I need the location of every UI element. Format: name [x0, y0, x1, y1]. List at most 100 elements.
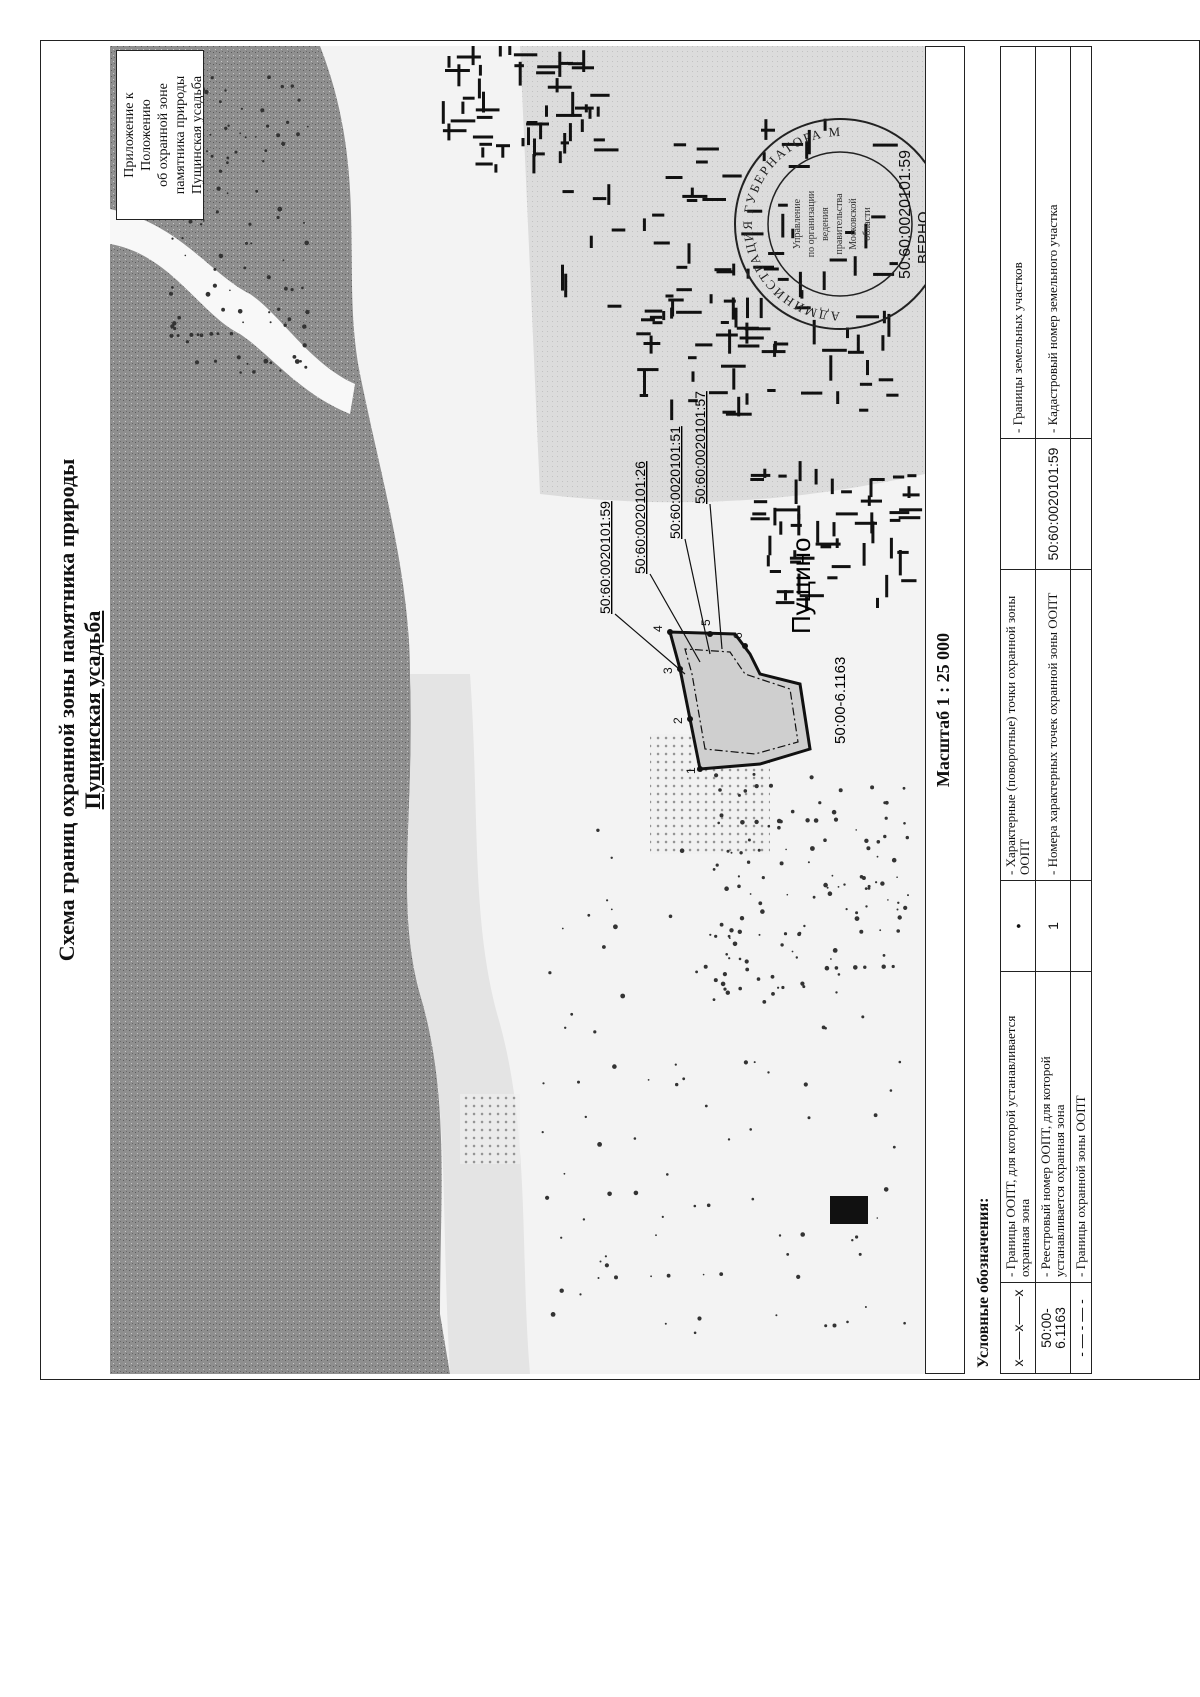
- map-point: [254, 135, 257, 138]
- building: [670, 399, 674, 421]
- map-point: [620, 993, 626, 999]
- map-point: [212, 283, 218, 288]
- map-point: [751, 1197, 755, 1201]
- building: [737, 344, 760, 348]
- building: [494, 164, 498, 173]
- map-point: [803, 924, 806, 928]
- map-point: [779, 861, 784, 866]
- building: [561, 264, 564, 291]
- map-point: [851, 1238, 854, 1242]
- building: [668, 298, 684, 302]
- map-point: [861, 1015, 865, 1019]
- map-point: [775, 1314, 778, 1317]
- stamp-text: Московской: [848, 198, 859, 250]
- map-point: [266, 124, 270, 128]
- map-point: [875, 881, 878, 884]
- map-point: [786, 893, 789, 896]
- map-point: [835, 991, 838, 994]
- building: [662, 310, 666, 321]
- building: [739, 336, 764, 340]
- map-point: [740, 819, 745, 825]
- map-point: [702, 1273, 705, 1276]
- map-point: [743, 1060, 749, 1065]
- building: [869, 478, 873, 498]
- building: [716, 270, 734, 274]
- building: [870, 512, 874, 534]
- building: [644, 309, 663, 313]
- building: [508, 46, 512, 55]
- map-point: [213, 267, 217, 271]
- building: [526, 122, 550, 126]
- legend-symbol: 1: [1035, 880, 1071, 972]
- map-point: [264, 149, 268, 152]
- map-point: [604, 1255, 607, 1258]
- map-point: [213, 359, 218, 363]
- map-point: [184, 254, 187, 257]
- building: [815, 542, 841, 546]
- map-point: [582, 1218, 586, 1221]
- map-point: [812, 895, 816, 899]
- map-point: [776, 818, 782, 824]
- building: [513, 53, 538, 57]
- parcel-label-2: 50:60:0020101:26: [632, 461, 648, 574]
- building: [750, 478, 764, 481]
- map-point: [867, 886, 871, 890]
- map-point: [239, 371, 242, 374]
- map-point: [898, 1060, 902, 1064]
- map-point: [896, 876, 898, 878]
- map-point: [674, 1063, 677, 1066]
- map-point: [876, 839, 881, 844]
- building: [790, 523, 802, 527]
- building: [514, 64, 524, 68]
- map-point: [221, 307, 225, 312]
- map-point: [559, 1288, 564, 1293]
- map-point: [714, 773, 719, 778]
- building: [556, 113, 582, 117]
- map-point: [879, 929, 882, 932]
- building: [642, 218, 646, 231]
- building: [501, 144, 505, 158]
- building: [594, 148, 619, 152]
- building: [521, 138, 525, 147]
- town-label: Пущино: [786, 538, 816, 634]
- building: [848, 350, 864, 354]
- map-point: [880, 881, 885, 886]
- map-point: [883, 834, 887, 839]
- building: [822, 271, 826, 290]
- building: [532, 154, 536, 174]
- black-object: [830, 1196, 868, 1224]
- map-point: [297, 98, 301, 102]
- map-point: [199, 223, 203, 226]
- map-point: [597, 1141, 603, 1147]
- map-point: [770, 974, 775, 979]
- building: [829, 258, 847, 262]
- map-point: [837, 885, 840, 888]
- building: [441, 101, 445, 124]
- building: [593, 138, 605, 142]
- map-point: [263, 358, 269, 364]
- map-point: [269, 361, 273, 365]
- map-point: [865, 905, 868, 908]
- map-point: [604, 1263, 609, 1268]
- map-point: [664, 1322, 667, 1325]
- building: [752, 512, 767, 516]
- map-point: [279, 369, 282, 372]
- building: [773, 341, 777, 351]
- parcel-label-4: 50:60:0020101:57: [692, 391, 708, 504]
- building: [475, 108, 500, 112]
- building: [639, 394, 649, 397]
- building: [830, 478, 834, 495]
- map-point: [633, 1190, 639, 1196]
- map-point: [296, 132, 300, 137]
- building: [709, 391, 728, 395]
- building: [779, 521, 783, 535]
- building: [536, 71, 556, 75]
- building: [899, 508, 923, 512]
- map-point: [703, 964, 708, 969]
- map-point: [762, 999, 767, 1004]
- map-point: [824, 1026, 827, 1030]
- map-point: [714, 934, 718, 938]
- map-point: [824, 965, 830, 971]
- map-point: [218, 253, 224, 259]
